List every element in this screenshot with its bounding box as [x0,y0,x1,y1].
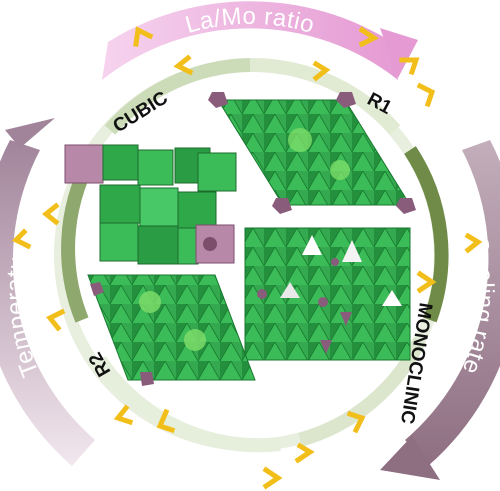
cubic-structure-image [64,144,237,265]
chevron-icon [41,202,60,226]
chevron-icon [464,232,483,254]
chevron-icon [11,228,32,250]
chevron-icon [262,466,283,490]
chevron-icon [46,308,66,332]
outer-band-right [380,140,500,480]
outer-band-left [0,118,95,466]
chevron-icon [312,60,331,82]
chevron-icon [399,57,420,76]
chevron-icon [346,410,366,434]
monoclinic-structure-image [244,227,411,361]
inner-arc-top-left [104,58,251,135]
inner-arc-right [404,146,449,323]
chevron-icon [416,270,437,294]
chevron-icon [113,404,134,426]
chevron-icon [294,442,315,464]
chevron-icon [133,26,154,47]
chevron-icon [173,54,194,76]
chevron-icon [358,26,379,48]
chevron-icon [416,82,436,108]
inner-arc-top-right [249,57,401,135]
inner-arc-bottom-left [94,356,281,453]
phase-label-r1: R1 [364,89,396,119]
r1-structure-image [208,92,416,214]
chevron-icon [156,408,176,434]
outer-band-top [102,1,418,81]
r2-structure-image [87,274,256,386]
